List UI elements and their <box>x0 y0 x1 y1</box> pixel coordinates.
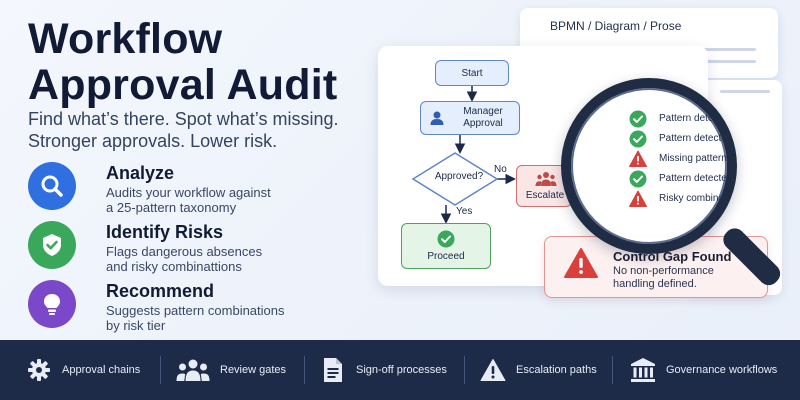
lens-item: Pattern detected <box>629 170 733 188</box>
check-circle-icon <box>629 170 647 188</box>
alert-description: No non-performance handling defined. <box>613 265 714 291</box>
flow-node-label: Start <box>461 67 483 79</box>
flow-node-start: Start <box>435 60 509 86</box>
divider <box>464 356 465 384</box>
warning-triangle-icon <box>629 190 647 207</box>
text-line <box>660 48 756 51</box>
alert-description-line: No non-performance <box>613 265 714 277</box>
feature-desc-line: Audits your workflow against <box>106 185 271 200</box>
feature-desc-line: and risky combinattions <box>106 259 242 274</box>
use-case-governance-workflows: Governance workflows <box>630 340 777 400</box>
check-circle-icon <box>629 110 647 128</box>
document-breadcrumb: BPMN / Diagram / Prose <box>550 19 682 33</box>
use-case-escalation-paths: Escalation paths <box>480 340 597 400</box>
tagline: Find what’s there. Spot what’s missing. … <box>28 108 338 152</box>
lens-item-label: Risky combination <box>659 193 737 204</box>
title-line-1: Workflow <box>28 15 223 63</box>
document-icon <box>320 357 346 383</box>
magnifier-lens: Pattern detected Pattern detected Missin… <box>561 78 737 254</box>
use-case-label: Governance workflows <box>666 364 778 376</box>
feature-desc-line: by risk tier <box>106 318 166 333</box>
warning-triangle-icon <box>480 357 506 383</box>
flow-node-label: Manager Approval <box>451 106 515 130</box>
feature-title: Recommend <box>106 281 215 301</box>
lens-item: Pattern detected <box>629 130 733 148</box>
feature-desc-line: Flags dangerous absences <box>106 244 263 259</box>
search-icon <box>28 162 76 210</box>
lens-item-label: Missing pattern <box>659 153 727 164</box>
use-case-review-gates: Review gates <box>176 340 286 400</box>
feature-description: Suggests pattern combinations by risk ti… <box>106 303 285 333</box>
divider <box>304 356 305 384</box>
tagline-line-2: Stronger approvals. Lower risk. <box>28 131 278 151</box>
title-line-2: Approval Audit <box>28 61 338 109</box>
gear-icon <box>26 357 52 383</box>
bank-icon <box>630 357 656 383</box>
flow-decision-label: Approved? <box>434 171 484 182</box>
check-circle-icon <box>629 130 647 148</box>
divider <box>612 356 613 384</box>
page-title: Workflow Approval Audit <box>28 16 337 108</box>
people-icon <box>176 357 210 383</box>
feature-title: Analyze <box>106 163 175 183</box>
feature-desc-line: a 25-pattern taxonomy <box>106 200 237 215</box>
flow-node-label: Escalate <box>525 190 565 201</box>
flow-node-label-line: Approval <box>463 118 503 129</box>
divider <box>160 356 161 384</box>
alert-description-line: handling defined. <box>613 278 697 290</box>
feature-desc-line: Suggests pattern combinations <box>106 303 285 318</box>
lens-item: Risky combination <box>629 190 737 208</box>
use-case-label: Sign-off processes <box>356 364 447 376</box>
feature-description: Audits your workflow against a 25-patter… <box>106 185 271 215</box>
lens-item-label: Pattern detected <box>659 133 733 144</box>
feature-identify-risks: Identify Risks Flags dangerous absences … <box>28 221 368 277</box>
text-line <box>720 90 770 93</box>
warning-triangle-icon <box>629 150 647 167</box>
lightbulb-icon <box>28 280 76 328</box>
feature-title: Identify Risks <box>106 222 224 242</box>
shield-check-icon <box>28 221 76 269</box>
edge-label-no: No <box>494 164 507 175</box>
use-case-label: Review gates <box>220 364 287 376</box>
lens-item-label: Pattern detected <box>659 173 733 184</box>
decision-diamond <box>411 152 499 206</box>
person-icon <box>430 111 444 125</box>
text-line <box>660 60 756 63</box>
use-case-label: Escalation paths <box>516 364 597 376</box>
use-case-label: Approval chains <box>62 364 141 376</box>
use-case-sign-off-processes: Sign-off processes <box>320 340 447 400</box>
lens-item: Missing pattern <box>629 150 727 168</box>
flow-node-label: Proceed <box>427 251 465 262</box>
warning-triangle-icon <box>564 248 598 278</box>
use-case-bar: Approval chains Review gates Sign-off pr… <box>0 340 800 400</box>
flow-node-label-line: Manager <box>463 106 503 117</box>
flow-node-manager-approval: Manager Approval <box>420 101 520 135</box>
feature-recommend: Recommend Suggests pattern combinations … <box>28 280 368 336</box>
lens-item-label: Pattern detected <box>659 113 733 124</box>
feature-description: Flags dangerous absences and risky combi… <box>106 244 262 274</box>
tagline-line-1: Find what’s there. Spot what’s missing. <box>28 109 339 129</box>
lens-item: Pattern detected <box>629 110 733 128</box>
people-icon <box>535 172 557 186</box>
use-case-approval-chains: Approval chains <box>26 340 140 400</box>
flow-node-proceed: Proceed <box>401 223 491 269</box>
edge-label-yes: Yes <box>456 206 473 217</box>
feature-analyze: Analyze Audits your workflow against a 2… <box>28 162 368 218</box>
check-circle-icon <box>437 230 455 248</box>
